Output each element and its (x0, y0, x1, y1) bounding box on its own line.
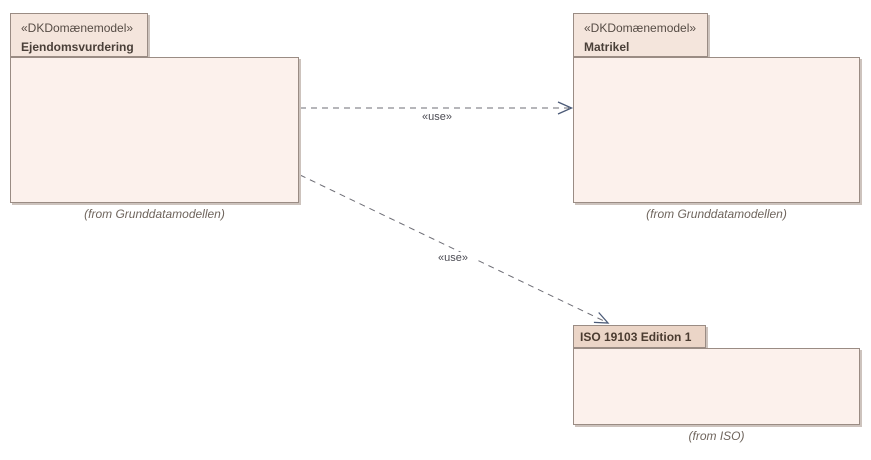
use-connector-label: «use» (415, 111, 459, 123)
use-dependency-ejendomsvurdering-to-matrikel[interactable] (300, 101, 574, 115)
dependency-dashed-line[interactable] (299, 174, 606, 322)
open-arrowhead-icon (593, 312, 610, 324)
package-stereotype: «DKDomænemodel» (21, 21, 134, 35)
package-name: Ejendomsvurdering (21, 40, 134, 54)
package-body[interactable] (10, 57, 299, 203)
package-body[interactable] (573, 348, 860, 425)
package-from-note: (from Grunddatamodellen) (646, 207, 787, 221)
package-name: ISO 19103 Edition 1 (580, 330, 692, 344)
package-stereotype: «DKDomænemodel» (584, 21, 697, 35)
package-from-note: (from ISO) (688, 429, 745, 443)
open-arrowhead-icon (557, 101, 574, 115)
package-tab[interactable]: «DKDomænemodel» Ejendomsvurdering (10, 13, 148, 57)
use-dependency-ejendomsvurdering-to-iso19103[interactable] (299, 174, 610, 324)
package-tab[interactable]: ISO 19103 Edition 1 (573, 325, 706, 348)
package-tab[interactable]: «DKDomænemodel» Matrikel (573, 13, 708, 57)
package-from-note: (from Grunddatamodellen) (84, 207, 225, 221)
package-body[interactable] (573, 57, 860, 203)
package-name: Matrikel (584, 40, 630, 54)
use-connector-label: «use» (431, 252, 475, 264)
